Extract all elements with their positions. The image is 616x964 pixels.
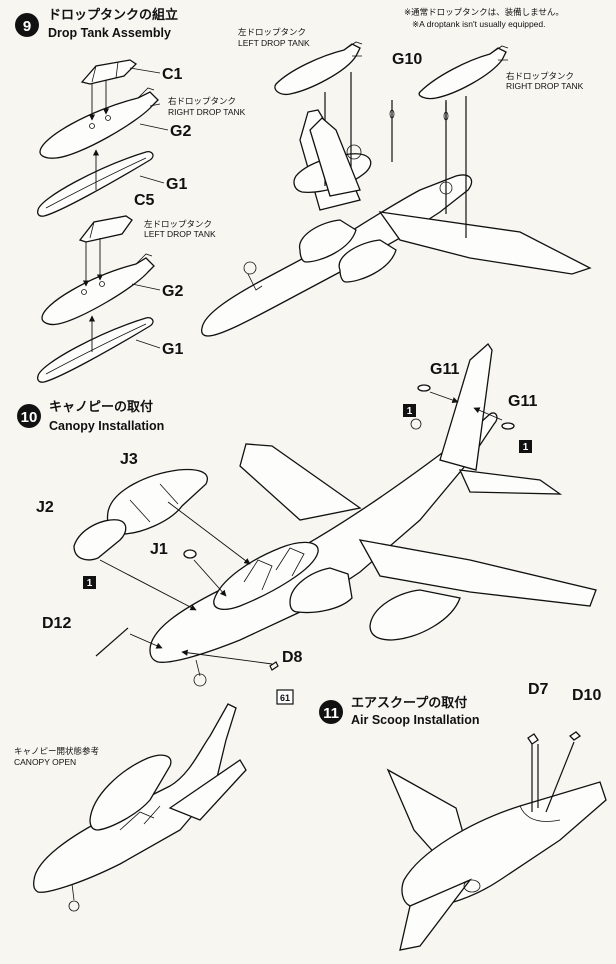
step-9-title-jp: ドロップタンクの組立 (48, 7, 178, 23)
horizontal-stabilizer (458, 469, 563, 495)
part-j2: J2 (36, 499, 54, 516)
step-10-title-en: Canopy Installation (49, 419, 164, 433)
step-9-number: 9 (23, 18, 31, 35)
drop-tank-wing (369, 589, 461, 641)
part-c1: C1 (162, 66, 183, 83)
tank-half-g1 (37, 150, 154, 217)
vertical-tail (439, 343, 493, 471)
step-9-title-en: Drop Tank Assembly (48, 26, 171, 40)
ventral-fin (399, 878, 473, 951)
right-drop-tank (418, 47, 507, 100)
canopy-open-reference (32, 703, 247, 912)
step-9-header: 9 ドロップタンクの組立 Drop Tank Assembly (15, 7, 178, 40)
drop-tank-assembly-right (37, 59, 161, 217)
air-scoop-d7 (527, 733, 539, 745)
part-g2-top: G2 (170, 123, 191, 140)
svg-text:1: 1 (407, 406, 413, 417)
tank-half-g2-lower (41, 257, 155, 326)
svg-text:1: 1 (87, 578, 93, 589)
step-11-header: 11 エアスクープの取付 Air Scoop Installation (319, 695, 480, 727)
intake-left-canopy-view (289, 567, 353, 614)
top-left-tank-label-en: LEFT DROP TANK (238, 38, 310, 48)
aircraft-canopy-view (149, 343, 597, 687)
step-10-number: 10 (21, 409, 38, 426)
rear-fuselage (401, 781, 607, 909)
droptank-note: ※通常ドロップタンクは、装備しません。 ※A droptank isn't us… (404, 7, 564, 29)
badge-1-g11-right: 1 (519, 440, 532, 453)
part-g10: G10 (392, 51, 422, 68)
top-right-tank-label-en: RIGHT DROP TANK (506, 81, 584, 91)
step-11-number: 11 (323, 705, 339, 722)
open-canopy (89, 754, 172, 831)
nose-wheel (193, 673, 207, 687)
left-tank-label-jp: 左ドロップタンク (144, 219, 212, 230)
part-g1-bottom: G1 (162, 341, 183, 358)
step-10-title-jp: キャノピーの取付 (49, 399, 153, 415)
tail-fin-top (309, 117, 361, 197)
step-10-header: 10 キャノピーの取付 Canopy Installation (17, 399, 164, 433)
part-g11-left: G11 (430, 361, 459, 378)
right-intake (338, 239, 397, 283)
part-g11-right-shape (501, 422, 515, 430)
tank-half-g2 (39, 91, 159, 159)
svg-text:1: 1 (523, 442, 529, 453)
badge-1-g11-left: 1 (403, 404, 416, 417)
fuselage-canopy-open (32, 703, 237, 893)
air-scoop-d10 (568, 731, 582, 741)
part-g1-top: G1 (166, 176, 187, 193)
left-tank-label-en: LEFT DROP TANK (144, 229, 216, 239)
part-j1-shape (183, 549, 197, 559)
part-c5: C5 (134, 192, 155, 209)
svg-text:61: 61 (280, 693, 290, 703)
badge-1-left: 1 (83, 576, 96, 589)
step-10-badge (17, 404, 41, 428)
left-wing-canopy-view (239, 443, 362, 521)
right-tank-label-jp: 右ドロップタンク (168, 96, 236, 107)
aircraft-top-view-tanks (201, 41, 592, 337)
part-j1: J1 (150, 541, 168, 558)
left-drop-tank (274, 43, 361, 96)
part-d12-shape (95, 627, 129, 657)
windshield-part-j2 (73, 519, 127, 561)
right-wing (378, 211, 592, 275)
top-right-tank-label-jp: 右ドロップタンク (506, 71, 574, 82)
part-g2-bottom: G2 (162, 283, 183, 300)
right-wing-canopy-view (358, 539, 597, 607)
left-intake (299, 219, 357, 263)
right-tank-label-en: RIGHT DROP TANK (168, 107, 246, 117)
step-11-badge (319, 700, 343, 724)
canopy-open-label-jp: キャノピー開状態参考 (14, 746, 99, 757)
air-scoop-view (386, 731, 607, 951)
part-j3: J3 (120, 451, 138, 468)
part-g11-left-shape (417, 384, 431, 392)
part-d7: D7 (528, 681, 549, 698)
part-d10: D10 (572, 687, 601, 704)
canopy-open-label-en: CANOPY OPEN (14, 757, 76, 767)
note-en: ※A droptank isn't usually equipped. (412, 19, 546, 29)
tank-half-g1-lower (37, 316, 154, 383)
part-d8: D8 (282, 649, 303, 666)
step-9-badge (15, 13, 39, 37)
part-g11-right: G11 (508, 393, 537, 410)
pylon-c1 (80, 59, 138, 85)
wing-canopy-open (168, 759, 247, 821)
top-left-tank-label-jp: 左ドロップタンク (238, 27, 306, 38)
step-11-title-en: Air Scoop Installation (351, 713, 480, 727)
drop-tank-assembly-left (37, 215, 155, 383)
color-code-badge-61: 61 (276, 689, 294, 705)
part-d12: D12 (42, 615, 71, 632)
note-jp: ※通常ドロップタンクは、装備しません。 (404, 7, 564, 18)
pylon-c5 (78, 215, 133, 243)
part-d8-shape (269, 661, 279, 671)
step-11-title-jp: エアスクープの取付 (351, 695, 467, 711)
